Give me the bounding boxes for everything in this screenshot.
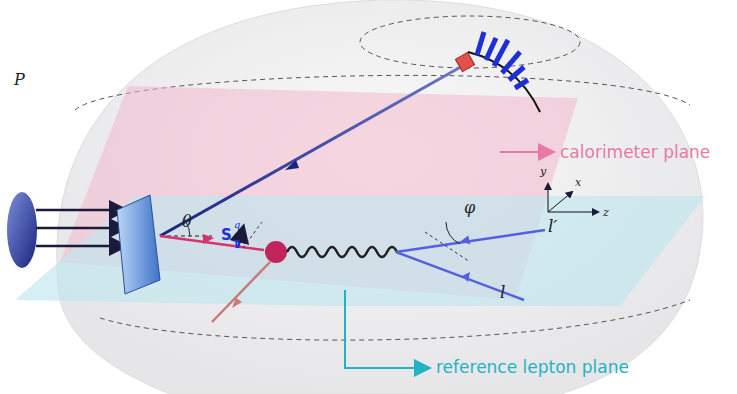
angle-label: φ xyxy=(464,200,475,216)
plane-label: calorimeter plane xyxy=(560,144,710,161)
lepton-label: l′ xyxy=(548,218,557,235)
spin-symbol: S xyxy=(221,228,232,243)
angle-label: θ xyxy=(182,214,192,230)
spin-subscript: T xyxy=(233,240,240,250)
axis-label: z xyxy=(603,207,609,218)
axis-label: y xyxy=(540,166,546,177)
plane-label: reference lepton plane xyxy=(436,359,629,376)
axis-label: x xyxy=(575,177,581,188)
particle-label: P xyxy=(14,72,25,88)
spin-superscript: q xyxy=(234,220,240,230)
lepton-label: l xyxy=(500,284,505,301)
